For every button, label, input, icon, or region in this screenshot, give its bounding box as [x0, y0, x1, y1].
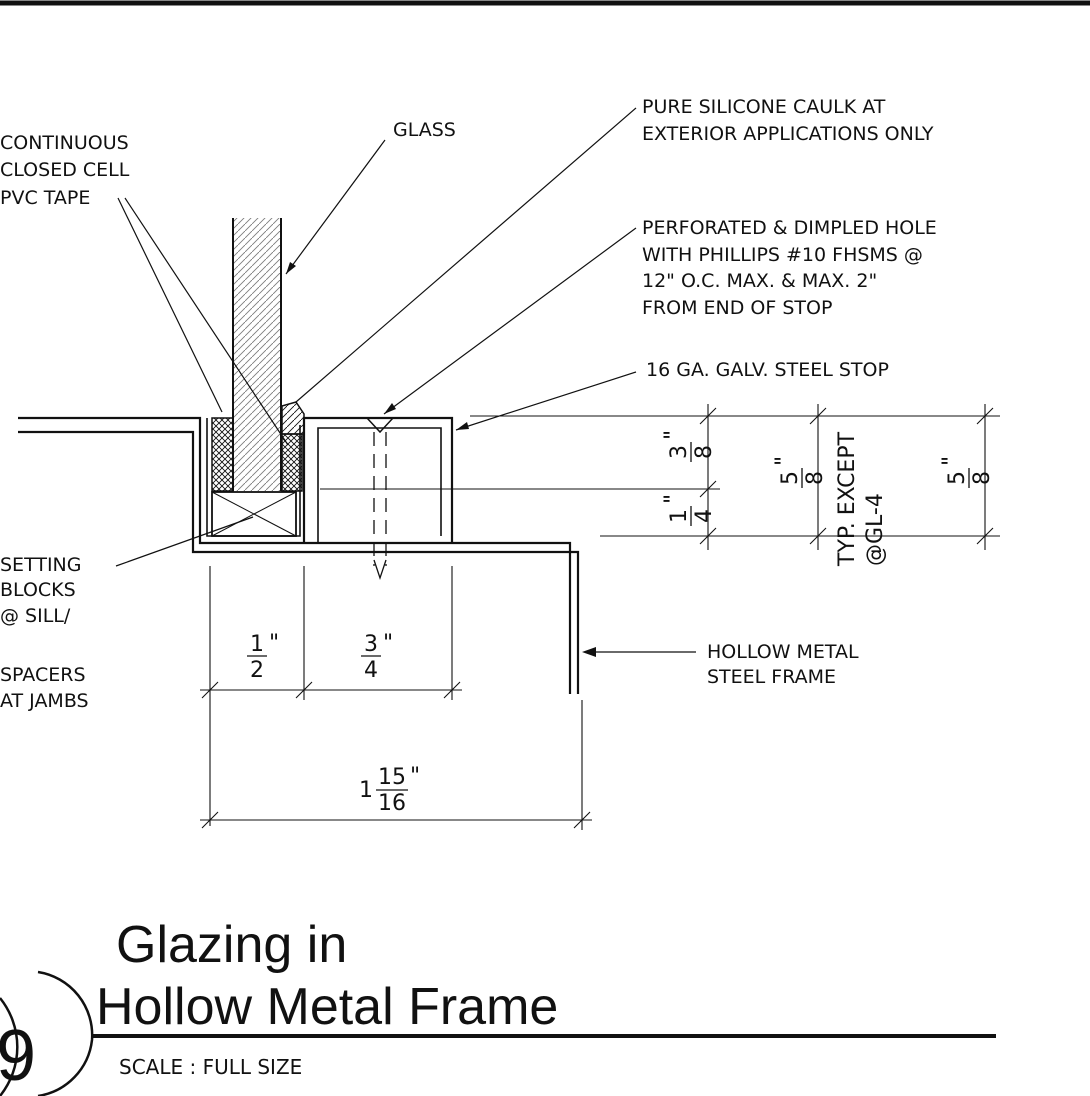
svg-text:8: 8 — [803, 471, 828, 485]
svg-text:PVC TAPE: PVC TAPE — [0, 187, 90, 209]
screw-fhsms — [366, 417, 394, 581]
svg-text:EXTERIOR APPLICATIONS ONLY: EXTERIOR APPLICATIONS ONLY — [642, 123, 934, 145]
svg-text:@ SILL/: @ SILL/ — [0, 605, 71, 627]
svg-text:16 GA. GALV. STEEL STOP: 16 GA. GALV. STEEL STOP — [646, 359, 889, 381]
svg-text:AT JAMBS: AT JAMBS — [0, 690, 89, 712]
svg-text:2: 2 — [250, 658, 264, 683]
svg-text:WITH PHILLIPS #10 FHSMS @: WITH PHILLIPS #10 FHSMS @ — [642, 244, 923, 266]
svg-text:": " — [661, 494, 686, 504]
svg-text:HOLLOW METAL: HOLLOW METAL — [707, 641, 859, 663]
note-steel-stop: 16 GA. GALV. STEEL STOP — [455, 359, 889, 431]
svg-text:CLOSED CELL: CLOSED CELL — [0, 159, 130, 181]
dim-typ-except: TYP. EXCEPT @GL-4 — [835, 431, 888, 567]
svg-text:CONTINUOUS: CONTINUOUS — [0, 132, 129, 154]
vertical-dimensions — [320, 404, 1000, 550]
svg-text:15: 15 — [378, 765, 406, 790]
svg-text:3: 3 — [667, 445, 692, 459]
svg-text:1: 1 — [250, 632, 264, 657]
svg-text:FROM END OF STOP: FROM END OF STOP — [642, 297, 832, 319]
pvc-tape-right — [281, 433, 303, 492]
svg-text:8: 8 — [692, 445, 717, 459]
title-block: 9 Glazing in Hollow Metal Frame SCALE : … — [0, 916, 996, 1096]
svg-text:BLOCKS: BLOCKS — [0, 579, 76, 601]
note-setting-blocks: SETTING BLOCKS @ SILL/ SPACERS AT JAMBS — [0, 516, 254, 712]
dim-stop-total: 5 8 " — [772, 456, 828, 488]
note-silicone-caulk: PURE SILICONE CAULK AT EXTERIOR APPLICAT… — [295, 96, 934, 403]
svg-text:": " — [269, 631, 279, 656]
svg-text:1: 1 — [359, 778, 373, 803]
svg-text:SPACERS: SPACERS — [0, 664, 86, 686]
svg-text:8: 8 — [970, 471, 995, 485]
svg-text:1: 1 — [667, 509, 692, 523]
svg-text:5: 5 — [778, 471, 803, 485]
note-screw: PERFORATED & DIMPLED HOLE WITH PHILLIPS … — [383, 217, 937, 415]
svg-text:SETTING: SETTING — [0, 554, 81, 576]
svg-text:": " — [939, 456, 964, 466]
note-pvc-tape: CONTINUOUS CLOSED CELL PVC TAPE — [0, 132, 289, 446]
svg-text:STEEL FRAME: STEEL FRAME — [707, 666, 836, 688]
dim-three-quarter: 3 4 " — [361, 631, 393, 683]
dim-overall: 1 15 16 " — [359, 764, 420, 816]
dim-stop-top: 3 8 " — [661, 430, 717, 462]
svg-text:12" O.C. MAX. & MAX. 2": 12" O.C. MAX. & MAX. 2" — [642, 270, 877, 292]
title-line-1: Glazing in — [116, 916, 347, 974]
svg-text:4: 4 — [364, 658, 378, 683]
silicone-caulk — [281, 401, 305, 435]
svg-text:GLASS: GLASS — [393, 119, 456, 141]
svg-text:": " — [383, 631, 393, 656]
svg-text:5: 5 — [945, 471, 970, 485]
dim-right-total: 5 8 " — [939, 456, 995, 488]
note-hollow-metal-frame: HOLLOW METAL STEEL FRAME — [582, 641, 859, 688]
svg-text:": " — [772, 456, 797, 466]
svg-text:@GL-4: @GL-4 — [863, 493, 888, 566]
svg-text:TYP. EXCEPT: TYP. EXCEPT — [835, 431, 860, 567]
title-line-2: Hollow Metal Frame — [96, 978, 558, 1036]
horizontal-dimensions — [200, 566, 592, 830]
dim-half: 1 2 " — [247, 631, 279, 683]
svg-text:PURE SILICONE CAULK AT: PURE SILICONE CAULK AT — [642, 96, 886, 118]
setting-block — [211, 491, 297, 537]
scale-label: SCALE : FULL SIZE — [119, 1055, 302, 1079]
dim-stop-low: 1 4 " — [661, 494, 717, 526]
detail-number: 9 — [0, 1016, 36, 1096]
svg-text:": " — [661, 430, 686, 440]
glass-pane — [232, 218, 282, 491]
svg-text:3: 3 — [364, 632, 378, 657]
pvc-tape-left — [211, 417, 234, 492]
svg-text:4: 4 — [692, 509, 717, 523]
svg-text:PERFORATED & DIMPLED HOLE: PERFORATED & DIMPLED HOLE — [642, 217, 937, 239]
steel-stop — [302, 416, 454, 543]
svg-text:": " — [410, 764, 420, 789]
note-glass: GLASS — [285, 119, 456, 275]
svg-text:16: 16 — [378, 791, 406, 816]
